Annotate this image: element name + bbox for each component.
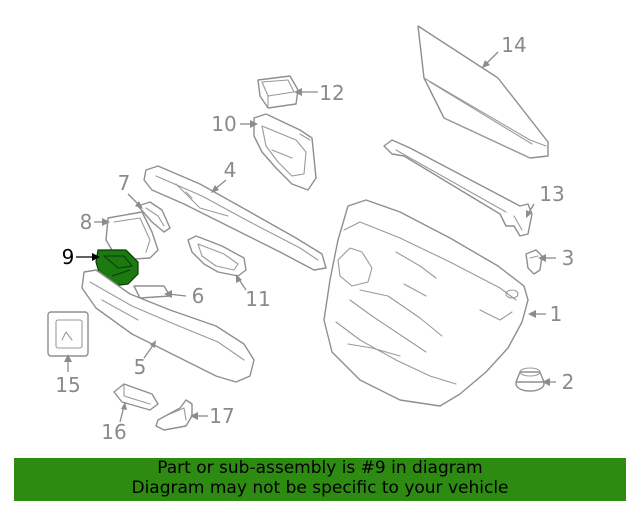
callout-14[interactable]: 14 (501, 33, 526, 57)
callout-13[interactable]: 13 (539, 182, 564, 206)
callout-3[interactable]: 3 (562, 246, 575, 270)
part-2-grommet[interactable] (515, 367, 545, 392)
callout-2[interactable]: 2 (562, 370, 575, 394)
callout-10[interactable]: 10 (211, 112, 236, 136)
callout-11[interactable]: 11 (245, 287, 270, 311)
part-8-cover[interactable] (105, 211, 159, 261)
part-15-window-switch[interactable] (47, 311, 89, 357)
part-17-bracket[interactable] (155, 399, 193, 431)
part-7-trim-cap[interactable] (137, 201, 171, 233)
part-4-upper-trim[interactable] (143, 165, 327, 271)
banner-disclaimer-line: Diagram may not be specific to your vehi… (131, 478, 509, 498)
callout-15[interactable]: 15 (55, 373, 80, 397)
part-5-lower-armrest[interactable] (81, 269, 255, 383)
part-16-clip[interactable] (113, 383, 159, 411)
banner-part-line: Part or sub-assembly is #9 in diagram (157, 458, 483, 478)
part-10-handle-bracket[interactable] (253, 113, 317, 191)
part-info-banner: Part or sub-assembly is #9 in diagram Di… (14, 458, 626, 501)
parts-diagram: 14 12 10 4 13 7 8 9 3 6 11 1 5 15 2 16 1… (47, 25, 575, 444)
callout-17[interactable]: 17 (209, 404, 234, 428)
part-11-armrest-insert[interactable] (187, 235, 247, 277)
callout-7[interactable]: 7 (118, 171, 131, 195)
callout-5[interactable]: 5 (134, 355, 147, 379)
callout-16[interactable]: 16 (101, 420, 126, 444)
leader-lines (64, 51, 556, 423)
part-13-guide-rail[interactable] (383, 139, 533, 237)
part-12-tray[interactable] (257, 75, 299, 109)
part-1-door-panel[interactable] (323, 199, 529, 407)
callout-12[interactable]: 12 (319, 81, 344, 105)
callout-8[interactable]: 8 (80, 210, 93, 234)
callout-1[interactable]: 1 (550, 302, 563, 326)
part-14-sunshade[interactable] (417, 25, 549, 159)
callout-6[interactable]: 6 (192, 284, 205, 308)
callout-9[interactable]: 9 (62, 245, 75, 269)
callout-4[interactable]: 4 (224, 158, 237, 182)
part-3-push-clip[interactable] (525, 249, 543, 275)
part-6-pad[interactable] (133, 285, 171, 299)
